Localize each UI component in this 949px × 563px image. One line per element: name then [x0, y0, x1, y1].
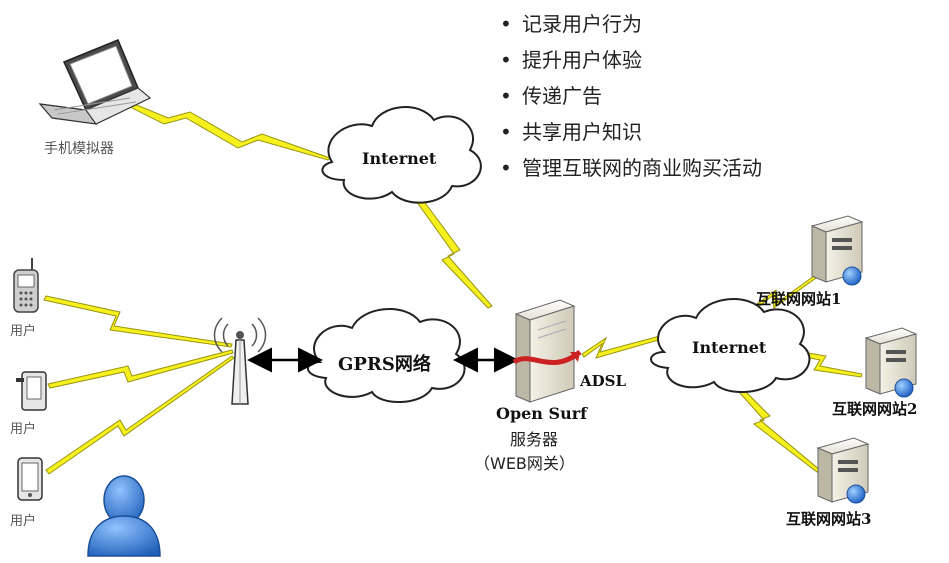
bolt-phone1-antenna [43, 295, 233, 348]
bullet-item: •记录用户行为 [500, 12, 642, 36]
bullet-item: •传递广告 [500, 84, 602, 108]
gprs-label: GPRS网络 [338, 354, 431, 375]
user-avatar-icon [87, 475, 161, 557]
user-label-1: 用户 [10, 324, 37, 339]
site-label-3: 互联网网站3 [786, 510, 872, 528]
website-server-icon-2 [864, 327, 918, 398]
user-label-2: 用户 [10, 422, 37, 437]
bolt-internet-server [413, 195, 493, 309]
open-surf-server-icon [512, 299, 582, 403]
server-role-label: 服务器 [510, 430, 559, 449]
feature-bullet-list: •记录用户行为 •提升用户体验 •传递广告 •共享用户知识 •管理互联网的商业购… [500, 6, 762, 186]
internet-top-label: Internet [362, 149, 437, 168]
laptop-icon [38, 39, 152, 125]
bolt-phone2-antenna [47, 349, 234, 389]
smartphone-icon [17, 457, 43, 501]
adsl-label: ADSL [580, 372, 627, 390]
bolt-internet-site3 [730, 379, 821, 473]
server-name-label: Open Surf [496, 404, 588, 423]
internet-right-label: Internet [692, 338, 767, 357]
site-label-2: 互联网网站2 [832, 400, 918, 418]
site-label-1: 互联网网站1 [756, 290, 842, 308]
bolt-server-internet [581, 335, 663, 359]
server-gateway-label: （WEB网关） [474, 454, 575, 473]
internet-cloud-top [321, 106, 482, 204]
antenna-tower-icon [213, 317, 267, 405]
user-label-3: 用户 [10, 514, 37, 529]
mobile-phone-icon [13, 258, 39, 313]
website-server-icon-3 [816, 437, 870, 504]
bullet-item: •提升用户体验 [500, 48, 642, 72]
pda-phone-icon [16, 371, 47, 411]
bullet-item: •管理互联网的商业购买活动 [500, 156, 762, 180]
bullet-item: •共享用户知识 [500, 120, 642, 144]
bolt-phone3-antenna [45, 355, 235, 475]
laptop-label: 手机模拟器 [44, 141, 114, 157]
bolt-laptop-internet [117, 97, 331, 161]
internet-cloud-right [650, 298, 811, 394]
website-server-icon-1 [810, 215, 864, 286]
